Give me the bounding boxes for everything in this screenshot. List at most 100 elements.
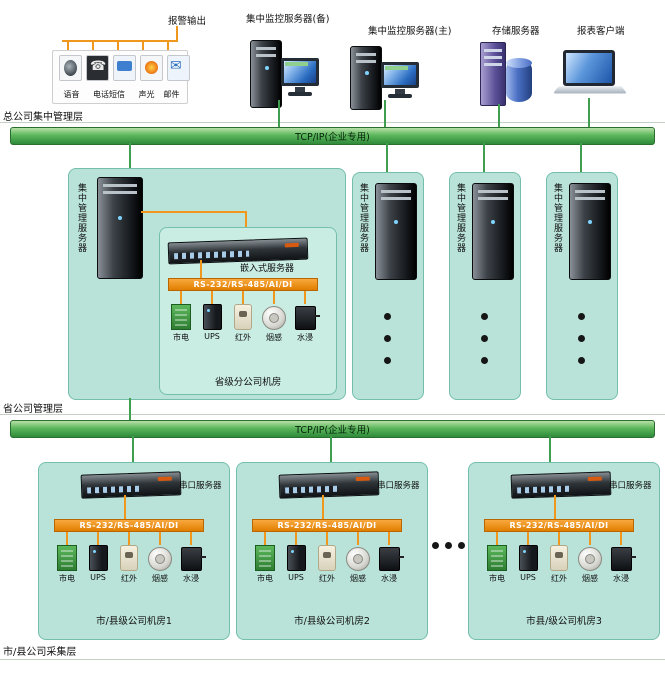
mgmt-server-vertical-label: 集中管理服务器: [76, 183, 86, 253]
device-label: 红外: [319, 574, 335, 583]
device-smoke: 烟感: [577, 532, 603, 584]
alarm-wire: [92, 40, 94, 50]
wire: [264, 532, 266, 545]
fieldbus-bar: RS-232/RS-485/AI/DI: [252, 519, 402, 532]
city-room-box-3: 串口服务器 RS-232/RS-485/AI/DI 市电 UPS 红外: [468, 462, 660, 640]
device-strip: 市电 UPS 红外 烟感 水浸: [54, 532, 206, 584]
tcpip-bus-bottom: TCP/IP(企业专用): [10, 420, 655, 438]
device-label: UPS: [520, 573, 536, 582]
connector-line: [498, 104, 500, 127]
wire: [388, 532, 390, 545]
city-room-label-1: 市/县级公司机房1: [96, 616, 172, 627]
serial-server-icon: [510, 471, 612, 499]
report-client-label: 报表客户端: [577, 26, 625, 37]
wire: [211, 291, 213, 304]
ellipsis-dots: [481, 313, 488, 364]
voice-label: 语音: [63, 90, 80, 99]
alarm-icon-row: [59, 55, 190, 81]
serial-server-label: 串口服务器: [609, 481, 652, 491]
connector-line: [278, 100, 280, 127]
connector-line: [124, 495, 126, 519]
device-label: 红外: [235, 333, 251, 342]
device-mains: 市电: [252, 532, 278, 584]
ups-icon: [286, 545, 306, 571]
device-label: 红外: [551, 574, 567, 583]
smoke-detector-icon: [148, 547, 172, 571]
connector-line: [580, 143, 582, 172]
ups-icon: [518, 545, 538, 571]
sound-light-label: 声光: [138, 90, 155, 99]
wire: [273, 291, 275, 304]
mgmt-server-tower-icon: [472, 183, 514, 280]
water-leak-sensor-icon: [378, 547, 404, 571]
wire: [97, 532, 99, 545]
infrared-sensor-icon: [234, 304, 252, 330]
tcpip-bus-top: TCP/IP(企业专用): [10, 127, 655, 145]
wire: [66, 532, 68, 545]
province-room-box: 嵌入式服务器 RS-232/RS-485/AI/DI 市电 UPS 红外: [159, 227, 337, 395]
wire: [242, 291, 244, 304]
alarm-wire: [142, 40, 144, 50]
mains-power-icon: [487, 545, 507, 571]
phone-sms-label: 电话短信: [93, 90, 125, 99]
wire: [558, 532, 560, 545]
phone-alarm-icon: [86, 55, 109, 81]
device-label: 烟感: [582, 574, 598, 583]
device-label: 水浸: [297, 333, 313, 342]
device-mains: 市电: [484, 532, 510, 584]
wire: [620, 532, 622, 545]
mgmt-server-site-box: 集中管理服务器: [352, 172, 424, 400]
ellipsis-dots: [384, 313, 391, 364]
mains-power-icon: [171, 304, 191, 330]
email-alarm-icon: [167, 55, 190, 81]
database-cylinder-icon: [506, 58, 532, 102]
ellipsis-dots: [432, 542, 465, 549]
device-strip: 市电 UPS 红外 烟感 水浸: [252, 532, 404, 584]
backup-server-tower-icon: [250, 40, 282, 108]
device-ups: UPS: [515, 532, 541, 584]
alarm-output-panel: 语音 电话短信 声光 邮件: [52, 50, 190, 104]
mgmt-server-site-box: 集中管理服务器: [546, 172, 618, 400]
device-label: UPS: [204, 332, 220, 341]
layer-label-headquarters: 总公司集中管理层: [3, 112, 83, 123]
connector-line: [322, 495, 324, 519]
device-label: 烟感: [152, 574, 168, 583]
connector-line: [549, 436, 551, 462]
device-mains: 市电: [168, 291, 194, 343]
device-label: 市电: [59, 574, 75, 583]
connector-line: [245, 211, 247, 227]
device-infrared: 红外: [116, 532, 142, 584]
water-leak-sensor-icon: [180, 547, 206, 571]
device-smoke: 烟感: [261, 291, 287, 343]
smoke-detector-icon: [262, 306, 286, 330]
main-server-tower-icon: [350, 46, 382, 110]
connector-line: [129, 398, 131, 420]
mgmt-server-tower-icon: [569, 183, 611, 280]
serial-server-icon: [80, 471, 182, 499]
smoke-detector-icon: [578, 547, 602, 571]
fieldbus-bar: RS-232/RS-485/AI/DI: [54, 519, 204, 532]
device-label: 水浸: [183, 574, 199, 583]
device-label: 烟感: [350, 574, 366, 583]
infrared-sensor-icon: [550, 545, 568, 571]
connector-line: [132, 436, 134, 462]
device-infrared: 红外: [314, 532, 340, 584]
device-water: 水浸: [608, 532, 636, 584]
device-smoke: 烟感: [345, 532, 371, 584]
device-strip: 市电 UPS 红外 烟感: [168, 291, 320, 343]
mgmt-server-tower-icon: [375, 183, 417, 280]
alarm-wire: [67, 40, 69, 50]
device-ups: UPS: [283, 532, 309, 584]
connector-line: [330, 436, 332, 462]
report-client-laptop-icon: [552, 50, 628, 98]
device-ups: UPS: [85, 532, 111, 584]
alarm-wire: [176, 26, 178, 40]
device-infrared: 红外: [546, 532, 572, 584]
wire: [304, 291, 306, 304]
mgmt-server-tower-icon: [97, 177, 143, 279]
connector-line: [588, 98, 590, 127]
serial-server-icon: [278, 471, 380, 499]
device-label: 水浸: [381, 574, 397, 583]
connector-line: [129, 143, 131, 168]
province-site-box: 集中管理服务器 嵌入式服务器 RS-232/RS-485/AI/DI 市电 UP…: [68, 168, 346, 400]
